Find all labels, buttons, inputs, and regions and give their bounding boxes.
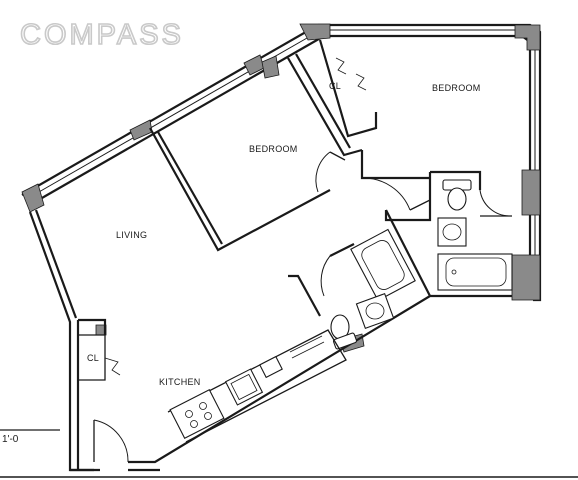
- room-label-bedroom-2: BEDROOM: [432, 83, 481, 93]
- room-label-closet-entry: CL: [87, 353, 99, 363]
- room-label-kitchen: KITCHEN: [159, 377, 201, 387]
- room-label-closet-bedroom: CL: [329, 81, 341, 91]
- living-walls: [0, 209, 512, 472]
- wall-columns: [21, 23, 541, 353]
- bathroom-2: [430, 170, 513, 291]
- scale-label: 1'-0: [2, 434, 19, 445]
- kitchen-counter: [167, 329, 347, 443]
- compass-logo: COMPASS: [20, 19, 184, 51]
- entry-door: [93, 419, 129, 463]
- bedroom-2-closet: [318, 39, 378, 138]
- room-label-bedroom-1: BEDROOM: [249, 144, 298, 154]
- entry-closet: [78, 334, 121, 381]
- room-label-living: LIVING: [116, 230, 147, 240]
- bathroom-1: [288, 209, 431, 350]
- bedroom-2-walls: [360, 150, 432, 222]
- bedroom-1-walls: [149, 53, 363, 252]
